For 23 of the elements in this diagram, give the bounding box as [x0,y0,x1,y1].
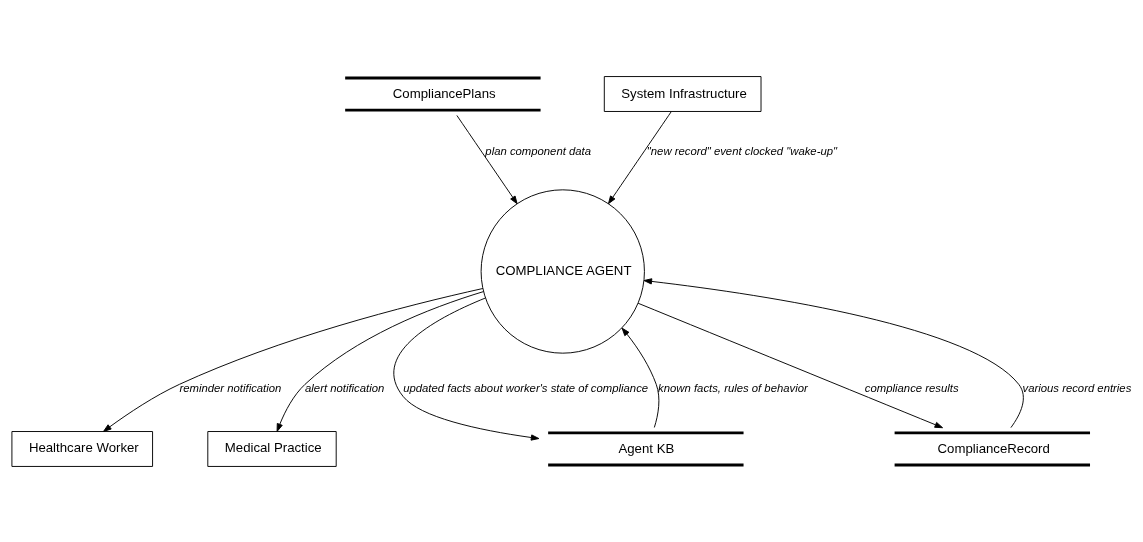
arrow [643,277,1024,428]
edge-label: compliance results [864,381,959,394]
arrow [621,327,660,428]
node-text: Agent KB [618,440,675,456]
node-circle: COMPLIANCE AGENT [480,188,645,354]
edge-label: updated facts about worker's state of compliance [403,381,649,394]
edge-label: reminder notification [179,381,282,394]
arrow [608,110,672,204]
arrow [637,302,944,428]
arrow [456,114,518,204]
arrow [393,297,540,441]
node-box: Medical Practice [207,430,337,467]
edge-label: alert notification [305,381,385,394]
arrow [276,290,485,432]
edge-label: various record entries [1022,381,1132,394]
node-box: Healthcare Worker [11,430,154,467]
edge-label: plan component data [485,144,592,157]
node-box: System Infrastructure [603,75,762,112]
arrow [103,287,484,432]
edge-label: "new record" event clocked "wake-up" [646,144,838,157]
node-text: ComplianceRecord [937,440,1050,456]
edge-label: known facts, rules of behavior [658,381,808,394]
node-text: CompliancePlans [392,85,496,101]
